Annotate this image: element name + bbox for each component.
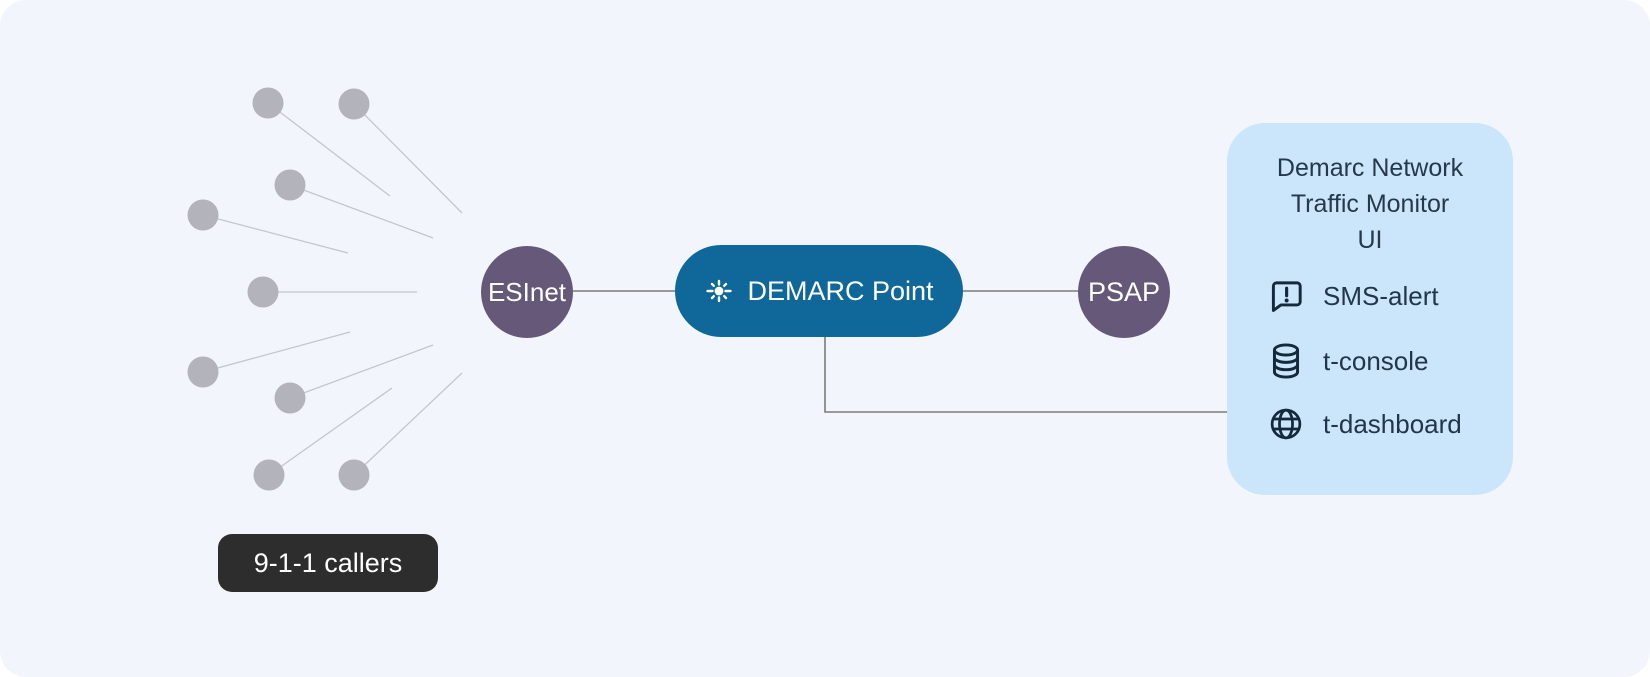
monitor-panel-title-line: Demarc Network [1276, 154, 1464, 182]
caller-line [353, 103, 463, 214]
caller-line [202, 214, 349, 254]
globe-icon [1265, 403, 1307, 445]
panel-item-t-console: t-console [1265, 340, 1429, 382]
callers-label-text: 9-1-1 callers [253, 547, 403, 578]
monitor-panel: Demarc Network Traffic Monitor UI SMS-al… [1227, 123, 1513, 495]
sparkle-icon [704, 276, 734, 306]
caller-line [353, 372, 463, 476]
monitor-panel-title-line: UI [1357, 226, 1383, 254]
node-psap: PSAP [1078, 246, 1170, 338]
caller-dot [187, 356, 219, 388]
node-esinet-label: ESInet [487, 276, 567, 307]
caller-dot [253, 459, 285, 491]
caller-dot [187, 199, 219, 231]
panel-item-t-dashboard: t-dashboard [1265, 403, 1462, 445]
monitor-panel-title-line: Traffic Monitor [1290, 190, 1450, 218]
caller-line [289, 184, 434, 239]
caller-dot [338, 459, 370, 491]
callers-label: 9-1-1 callers [218, 534, 438, 592]
caller-line [289, 344, 434, 399]
caller-dot [247, 276, 279, 308]
caller-dot [252, 87, 284, 119]
monitor-panel-title: Demarc Network Traffic Monitor UI [1227, 123, 1513, 258]
caller-line [268, 387, 393, 476]
node-demarc: DEMARC Point [675, 245, 963, 337]
caller-line [202, 331, 351, 373]
node-demarc-label: DEMARC Point [747, 275, 934, 306]
caller-line [267, 102, 391, 197]
panel-item-label: t-console [1323, 345, 1429, 376]
panel-item-sms-alert: SMS-alert [1265, 275, 1439, 317]
sms-alert-icon [1265, 275, 1307, 317]
caller-dot [274, 169, 306, 201]
database-icon [1265, 340, 1307, 382]
panel-item-label: t-dashboard [1323, 408, 1462, 439]
node-esinet: ESInet [481, 246, 573, 338]
demarc-to-monitor-line [824, 337, 1227, 413]
caller-dot [274, 382, 306, 414]
panel-item-label: SMS-alert [1323, 280, 1439, 311]
node-psap-label: PSAP [1087, 276, 1161, 307]
caller-dot [338, 88, 370, 120]
